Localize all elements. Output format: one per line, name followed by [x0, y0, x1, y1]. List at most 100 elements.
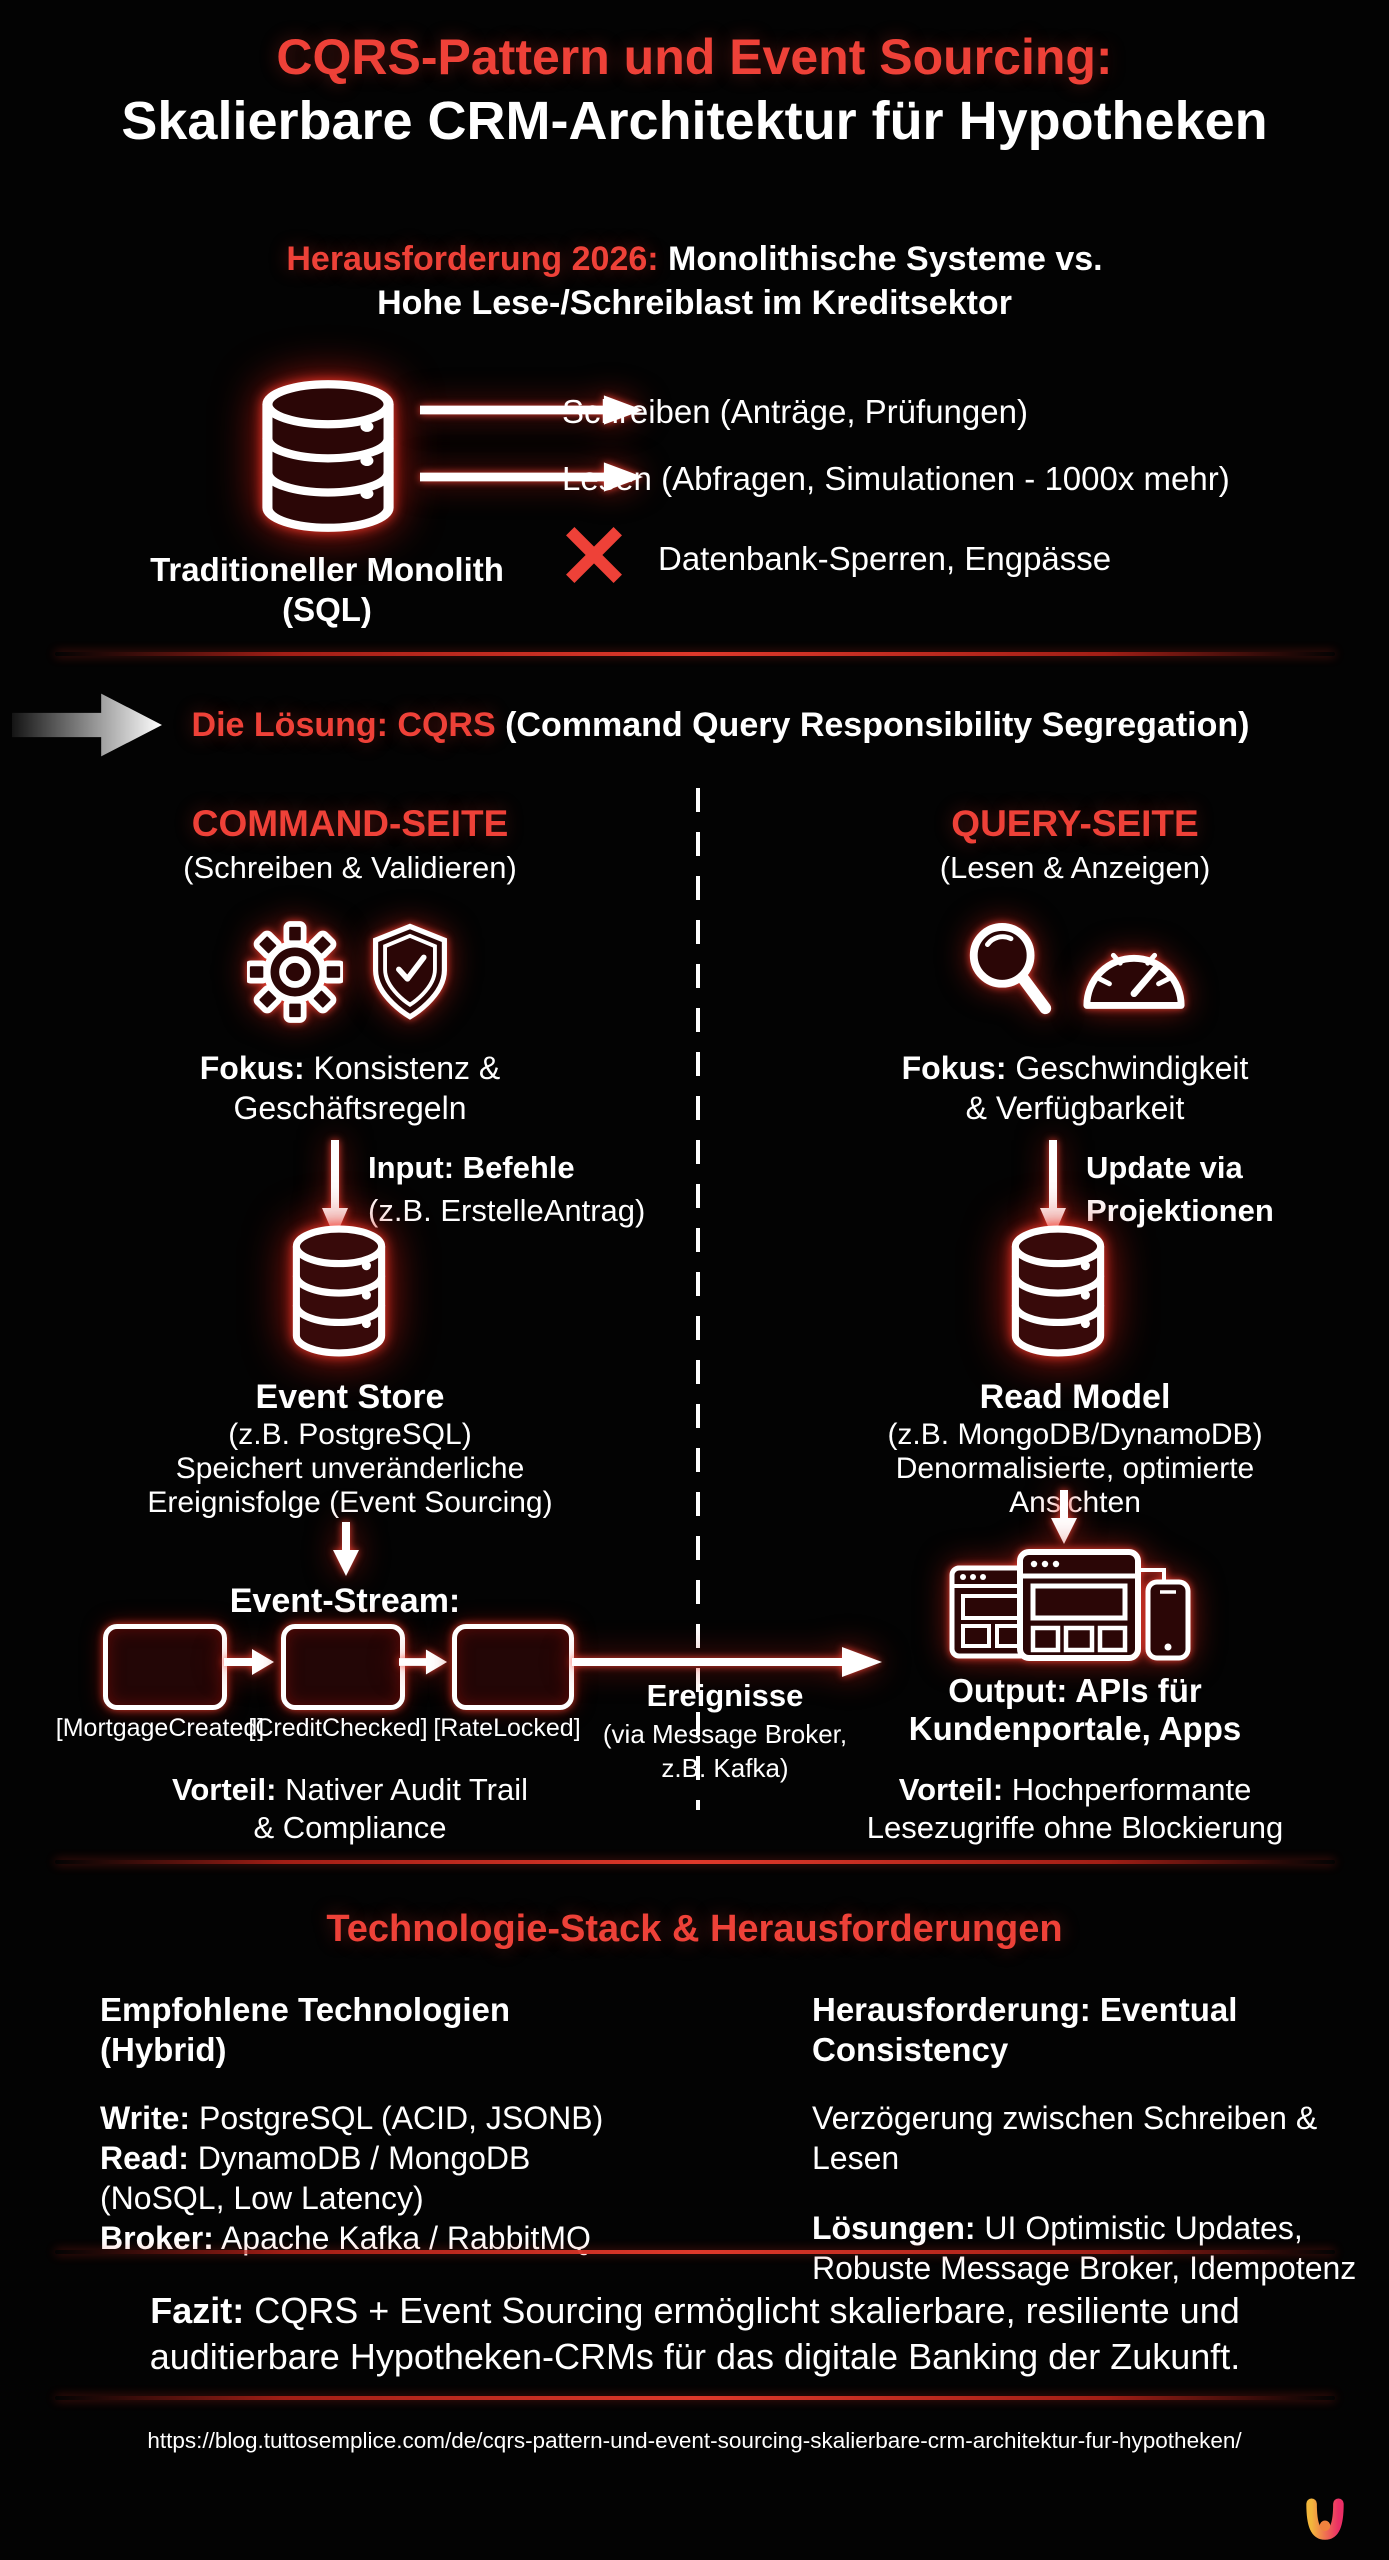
page-title: CQRS-Pattern und Event Sourcing:	[276, 29, 1113, 85]
output-label-line2: Kundenportale, Apps	[908, 1710, 1242, 1747]
query-down-arrow2-icon	[1051, 1490, 1077, 1544]
monolith-caption: Traditioneller Monolith	[150, 551, 504, 588]
events-flow-line2: z.B. Kafka)	[661, 1753, 789, 1783]
tech-read-strong: Read:	[100, 2140, 189, 2176]
command-down-arrow-icon	[322, 1140, 348, 1238]
fazit-strong: Fazit:	[150, 2290, 245, 2331]
query-update-label: Update via Projektionen	[1086, 1150, 1366, 1229]
x-cross-icon	[566, 527, 622, 583]
gear-icon	[247, 921, 343, 1023]
section-divider	[55, 652, 1335, 656]
command-input-sub: (z.B. ErstelleAntrag)	[368, 1193, 646, 1228]
command-vorteil-strong: Vorteil:	[171, 1772, 286, 1807]
section-divider	[55, 2396, 1335, 2400]
event-store-line3: Ereignisfolge (Event Sourcing)	[147, 1486, 553, 1519]
solution-heading-rest: (Command Query Responsibility Segregatio…	[505, 706, 1250, 744]
command-focus-strong: Fokus:	[199, 1050, 314, 1086]
tech-right-title: Herausforderung: Eventual Consistency	[812, 1991, 1238, 2068]
challenge-heading-rest: Monolithische Systeme vs.	[668, 240, 1103, 278]
page-subtitle: Skalierbare CRM-Architektur für Hypothek…	[121, 91, 1268, 151]
source-url[interactable]: https://blog.tuttosemplice.com/de/cqrs-p…	[147, 2428, 1242, 2453]
event-store-title: Event Store	[255, 1378, 445, 1416]
query-focus-strong: Fokus:	[901, 1050, 1016, 1086]
read-model-line1: (z.B. MongoDB/DynamoDB)	[887, 1418, 1263, 1451]
fazit-rest: CQRS + Event Sourcing ermöglicht skalier…	[149, 2290, 1241, 2377]
event-label: [MortgageCreated]	[55, 1714, 265, 1742]
read-flow-label: Lesen (Abfragen, Simulationen - 1000x me…	[562, 460, 1230, 497]
magnifier-icon	[969, 923, 1052, 1015]
events-flow-arrow-icon	[572, 1647, 882, 1677]
problem-label: Datenbank-Sperren, Engpässe	[658, 540, 1112, 577]
query-vorteil-line1: Vorteil: Hochperformante	[775, 1772, 1375, 1808]
event-store-line1: (z.B. PostgreSQL)	[228, 1418, 472, 1451]
write-flow-label: Schreiben (Anträge, Prüfungen)	[562, 393, 1028, 430]
event-store-database-icon	[292, 1225, 386, 1357]
stream-arrow-icon	[224, 1649, 274, 1675]
query-update-line1: Update via	[1086, 1150, 1243, 1185]
command-side-title: COMMAND-SEITE	[191, 803, 509, 844]
query-down-arrow-icon	[1040, 1140, 1066, 1238]
event-label: [CreditChecked]	[248, 1714, 428, 1742]
event-label: [RateLocked]	[433, 1714, 581, 1742]
read-model-database-icon	[1011, 1225, 1105, 1357]
speedometer-icon	[1083, 952, 1185, 1009]
command-focus-rest: Konsistenz &	[313, 1050, 501, 1086]
challenge-heading-accent: Herausforderung 2026:	[286, 240, 669, 278]
tech-write-strong: Write:	[100, 2100, 191, 2136]
read-model-title: Read Model	[979, 1378, 1171, 1416]
query-focus-rest: Geschwindigkeit	[1015, 1050, 1249, 1086]
events-flow-label: Ereignisse (via Message Broker, z.B. Kaf…	[565, 1678, 885, 1784]
command-vorteil-rest: Nativer Audit Trail	[285, 1772, 529, 1807]
event-box-rate-locked	[452, 1624, 574, 1710]
read-model-line2: Denormalisierte, optimierte	[895, 1452, 1255, 1485]
monolith-caption-sql: (SQL)	[282, 591, 372, 628]
tech-heading: Technologie-Stack & Herausforderungen	[326, 1908, 1063, 1950]
command-down-arrow2-icon	[333, 1522, 359, 1576]
solution-heading: Die Lösung: CQRS (Command Query Responsi…	[52, 706, 1389, 745]
solution-pointer-arrow-icon	[12, 693, 162, 757]
shield-check-icon	[373, 923, 447, 1020]
output-label-line1: Output: APIs für	[948, 1672, 1202, 1709]
tech-write-rest: PostgreSQL (ACID, JSONB)	[190, 2100, 604, 2136]
query-vorteil-rest: Hochperformante	[1011, 1772, 1252, 1807]
read-arrow-icon	[420, 462, 644, 492]
tech-left-column: Empfohlene Technologien (Hybrid) Write: …	[100, 1990, 640, 2258]
query-icons-row	[775, 912, 1375, 1032]
tech-read-rest: DynamoDB / MongoDB (NoSQL, Low Latency)	[100, 2140, 531, 2216]
event-stream-title: Event-Stream:	[229, 1582, 461, 1620]
tech-left-title: Empfohlene Technologien (Hybrid)	[100, 1991, 511, 2068]
event-store-line2: Speichert unveränderliche	[175, 1452, 525, 1485]
write-arrow-icon	[420, 395, 644, 425]
event-box-credit-checked	[281, 1624, 405, 1710]
column-divider-dashed	[696, 788, 700, 1810]
tech-solutions-strong: Lösungen:	[812, 2210, 976, 2246]
query-side-title: QUERY-SEITE	[951, 803, 1199, 844]
tech-solutions-rest: UI Optimistic Updates, Robuste Message B…	[812, 2210, 1357, 2286]
tech-right-column: Herausforderung: Eventual Consistency Ve…	[812, 1990, 1372, 2288]
solution-heading-accent: Die Lösung: CQRS	[191, 706, 506, 744]
events-flow-line1: (via Message Broker,	[602, 1719, 848, 1749]
command-side-subtitle: (Schreiben & Validieren)	[183, 850, 517, 885]
query-update-line2: Projektionen	[1086, 1193, 1274, 1228]
query-vorteil-line2: Lesezugriffe ohne Blockierung	[866, 1810, 1284, 1845]
command-vorteil-line1: Vorteil: Nativer Audit Trail	[50, 1772, 650, 1808]
command-focus-line2: Geschäftsregeln	[233, 1090, 467, 1126]
section-divider	[55, 2250, 1335, 2254]
tech-delay-line: Verzögerung zwischen Schreiben & Lesen	[812, 2100, 1318, 2176]
query-focus-line1: Fokus: Geschwindigkeit	[775, 1048, 1375, 1088]
event-box-mortgage-created	[103, 1624, 227, 1710]
challenge-heading-line2: Hohe Lese-/Schreiblast im Kreditsektor	[377, 284, 1012, 322]
query-side-subtitle: (Lesen & Anzeigen)	[939, 850, 1211, 885]
devices-browser-phone-icon	[949, 1549, 1191, 1661]
command-focus-line1: Fokus: Konsistenz &	[50, 1048, 650, 1088]
fazit-text: Fazit: CQRS + Event Sourcing ermöglicht …	[95, 2288, 1295, 2380]
command-input-strong: Input: Befehle	[368, 1150, 575, 1185]
challenge-heading: Herausforderung 2026: Monolithische Syst…	[0, 240, 1389, 279]
command-input-label: Input: Befehle (z.B. ErstelleAntrag)	[368, 1150, 668, 1229]
brand-u-logo-icon	[1306, 2498, 1344, 2540]
database-monolith-icon	[262, 380, 394, 532]
stream-arrow-icon	[399, 1649, 448, 1675]
query-vorteil-strong: Vorteil:	[898, 1772, 1012, 1807]
section-divider	[55, 1860, 1335, 1864]
